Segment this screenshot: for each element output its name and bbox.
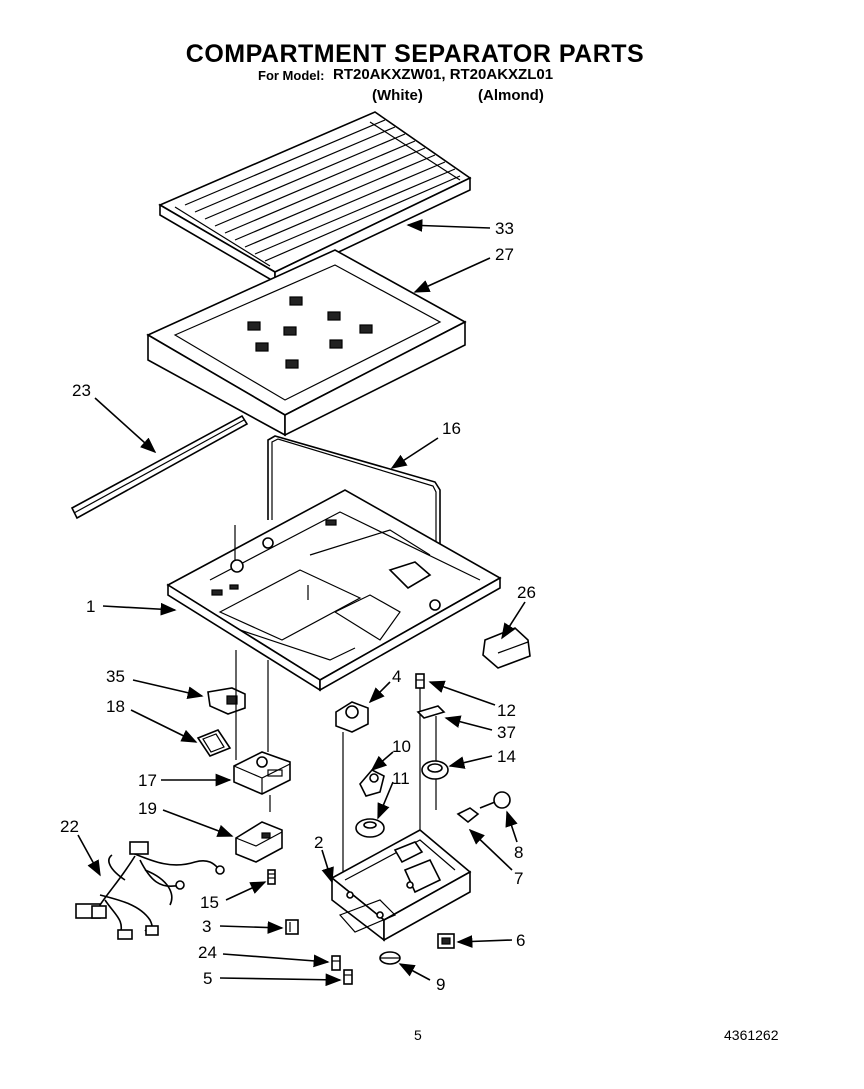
bracket-part-19 — [235, 795, 283, 863]
callout-8: 8 — [514, 843, 523, 862]
sensor-part-8 — [479, 791, 511, 809]
callout-3: 3 — [202, 917, 211, 936]
screw-part-5 — [343, 969, 353, 985]
callout-18: 18 — [106, 697, 125, 716]
callout-12: 12 — [497, 701, 516, 720]
tube-part-16 — [267, 435, 441, 605]
callout-numbers: 33 27 23 16 1 26 35 4 12 18 37 10 14 17 … — [60, 219, 536, 994]
knob-part-11 — [355, 818, 385, 838]
model-prefix: For Model: — [258, 68, 325, 83]
callout-9: 9 — [436, 975, 445, 994]
callout-10: 10 — [392, 737, 411, 756]
foot-part-9 — [379, 951, 401, 965]
thermostat-part-10 — [359, 769, 385, 797]
grille-shelf-part-33 — [158, 111, 472, 284]
callout-27: 27 — [495, 245, 514, 264]
color-white-label: (White) — [372, 87, 423, 104]
leader-lines — [77, 219, 526, 987]
cover-part-26 — [482, 627, 531, 669]
callout-19: 19 — [138, 799, 157, 818]
control-housing-part-2 — [330, 829, 472, 942]
callout-2: 2 — [314, 833, 323, 852]
grille-part-18 — [196, 729, 232, 757]
callout-35: 35 — [106, 667, 125, 686]
clip-part-3 — [285, 919, 299, 935]
grommet-part-14 — [421, 760, 449, 780]
screw-part-15 — [267, 869, 276, 885]
callout-26: 26 — [517, 583, 536, 602]
callout-15: 15 — [200, 893, 219, 912]
separator-frame-part-27 — [146, 249, 467, 437]
wire-harness-part-22 — [75, 841, 225, 940]
callout-6: 6 — [516, 931, 525, 950]
trim-strip-part-23 — [70, 414, 249, 520]
callout-22: 22 — [60, 817, 79, 836]
document-number: 4361262 — [724, 1027, 779, 1043]
model-numbers: RT20AKXZW01, RT20AKXZL01 — [333, 66, 554, 83]
callout-37: 37 — [497, 723, 516, 742]
connector-part-6 — [437, 933, 455, 949]
page-title: COMPARTMENT SEPARATOR PARTS — [185, 40, 645, 68]
callout-5: 5 — [203, 969, 212, 988]
clip-part-37 — [416, 705, 446, 810]
callout-23: 23 — [72, 381, 91, 400]
callout-4: 4 — [392, 667, 401, 686]
callout-1: 1 — [86, 597, 95, 616]
callout-17: 17 — [138, 771, 157, 790]
clip-part-35 — [207, 687, 246, 715]
callout-14: 14 — [497, 747, 516, 766]
callout-11: 11 — [392, 769, 410, 788]
control-box-part-17 — [233, 650, 291, 795]
page-number: 5 — [414, 1027, 422, 1043]
callout-7: 7 — [514, 869, 523, 888]
screw-part-24 — [331, 955, 341, 971]
callout-16: 16 — [442, 419, 461, 438]
color-almond-label: (Almond) — [478, 87, 544, 104]
callout-24: 24 — [198, 943, 217, 962]
callout-33: 33 — [495, 219, 514, 238]
bracket-part-7 — [456, 807, 480, 824]
separator-panel-part-1 — [166, 489, 502, 692]
damper-part-4 — [335, 701, 369, 890]
